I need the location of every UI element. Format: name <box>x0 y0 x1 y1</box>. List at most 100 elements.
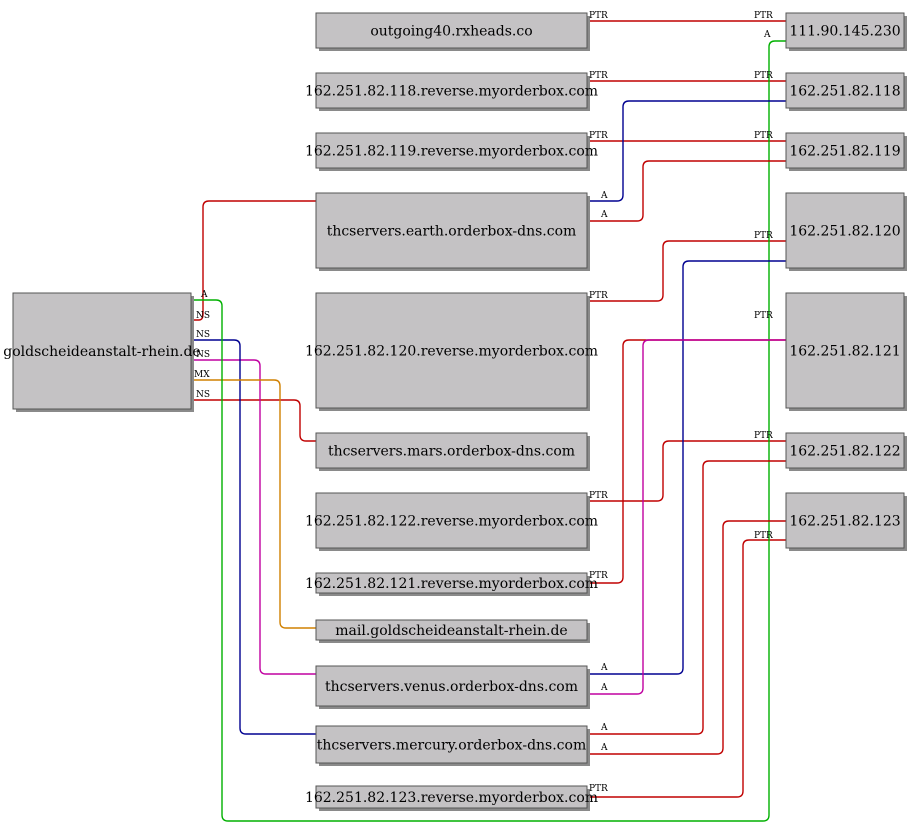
node-box <box>315 72 588 109</box>
edge-a-mercury-ip123 <box>587 520 786 755</box>
node-box <box>785 492 905 549</box>
node-box <box>785 192 905 269</box>
node-rev119: 162.251.82.119.reverse.myorderbox.com <box>305 132 598 171</box>
node-label: 162.251.82.122 <box>789 444 900 460</box>
edge-label-from: PTR <box>589 131 608 141</box>
edge-a-venus-ip120 <box>587 260 786 675</box>
node-rev122: 162.251.82.122.reverse.myorderbox.com <box>305 492 598 551</box>
node-mail: mail.goldscheideanstalt-rhein.de <box>315 619 590 643</box>
node-label: outgoing40.rxheads.co <box>370 24 532 40</box>
edge-label-to: PTR <box>754 311 773 321</box>
edge-label-from: PTR <box>589 571 608 581</box>
node-label: goldscheideanstalt-rhein.de <box>3 344 200 360</box>
node-label: 162.251.82.119.reverse.myorderbox.com <box>305 144 598 160</box>
edge-label-to: PTR <box>754 531 773 541</box>
edge-label-from: NS <box>196 311 210 321</box>
node-box <box>315 132 588 169</box>
node-ip122: 162.251.82.122 <box>785 432 907 471</box>
node-label: 162.251.82.118 <box>789 84 900 100</box>
edge-ns-domain-mercury <box>191 339 316 735</box>
edge-label-from: PTR <box>589 784 608 794</box>
edge-a-earth-ip119 <box>587 160 786 222</box>
node-box <box>315 619 588 641</box>
node-outgoing: outgoing40.rxheads.co <box>315 12 590 51</box>
edge-label-to: A <box>763 30 771 40</box>
node-mars: thcservers.mars.orderbox-dns.com <box>315 432 590 471</box>
node-label: 111.90.145.230 <box>789 24 900 40</box>
node-label: thcservers.mercury.orderbox-dns.com <box>317 738 586 754</box>
node-label: thcservers.earth.orderbox-dns.com <box>327 224 577 240</box>
node-ip230: 111.90.145.230 <box>785 12 907 51</box>
node-ip123: 162.251.82.123 <box>785 492 907 551</box>
edge-ptr-rev120-ip120 <box>587 240 786 302</box>
node-label: 162.251.82.118.reverse.myorderbox.com <box>305 84 598 100</box>
edge-label-from: A <box>600 191 608 201</box>
edge-label-from: PTR <box>589 11 608 21</box>
edge-label-from: PTR <box>589 491 608 501</box>
node-box <box>315 12 588 49</box>
edges-layer <box>191 20 786 822</box>
node-mercury: thcservers.mercury.orderbox-dns.com <box>315 725 590 766</box>
node-label: 162.251.82.121.reverse.myorderbox.com <box>305 576 598 592</box>
edge-ns-domain-venus <box>191 359 316 675</box>
node-box <box>315 432 588 469</box>
node-label: thcservers.venus.orderbox-dns.com <box>325 679 578 695</box>
node-rev118: 162.251.82.118.reverse.myorderbox.com <box>305 72 598 111</box>
node-box <box>315 492 588 549</box>
edge-label-to: PTR <box>754 431 773 441</box>
node-box <box>785 292 905 409</box>
edge-label-from: NS <box>196 350 210 360</box>
node-ip120: 162.251.82.120 <box>785 192 907 271</box>
edge-ns-domain-earth <box>191 200 316 321</box>
node-label: 162.251.82.123 <box>789 514 900 530</box>
edge-label-from: A <box>600 210 608 220</box>
node-earth: thcservers.earth.orderbox-dns.com <box>315 192 590 271</box>
node-label: 162.251.82.123.reverse.myorderbox.com <box>305 790 598 806</box>
node-label: 162.251.82.120 <box>789 224 900 240</box>
node-box <box>785 132 905 169</box>
edge-label-from: A <box>600 743 608 753</box>
node-box <box>785 432 905 469</box>
node-box <box>785 72 905 109</box>
edge-label-to: PTR <box>754 131 773 141</box>
edge-a-earth-ip118 <box>587 100 786 202</box>
node-rev120: 162.251.82.120.reverse.myorderbox.com <box>305 292 598 411</box>
node-ip119: 162.251.82.119 <box>785 132 907 171</box>
edge-label-from: A <box>600 663 608 673</box>
node-ip118: 162.251.82.118 <box>785 72 907 111</box>
edge-ptr-rev121-ip121 <box>587 339 786 584</box>
node-box <box>315 572 588 594</box>
node-box <box>315 725 588 764</box>
node-box <box>315 292 588 409</box>
node-venus: thcservers.venus.orderbox-dns.com <box>315 665 590 709</box>
edge-label-from: PTR <box>589 291 608 301</box>
edge-label-from: NS <box>196 330 210 340</box>
edge-label-from: NS <box>196 390 210 400</box>
edge-label-to: PTR <box>754 11 773 21</box>
node-label: 162.251.82.122.reverse.myorderbox.com <box>305 514 598 530</box>
edge-a-domain-ip230 <box>191 40 786 822</box>
edge-label-to: PTR <box>754 71 773 81</box>
node-box <box>785 12 905 49</box>
node-ip121: 162.251.82.121 <box>785 292 907 411</box>
edge-ptr-rev122-ip122 <box>587 440 786 502</box>
node-label: mail.goldscheideanstalt-rhein.de <box>335 623 567 639</box>
edge-label-from: A <box>600 723 608 733</box>
node-domain: goldscheideanstalt-rhein.de <box>3 292 201 412</box>
node-rev121: 162.251.82.121.reverse.myorderbox.com <box>305 572 598 596</box>
edge-a-mercury-ip122 <box>587 460 786 735</box>
node-box <box>12 292 192 410</box>
edge-label-from: PTR <box>589 71 608 81</box>
edge-ptr-rev123-ip123 <box>587 539 786 798</box>
edge-ns-domain-mars <box>191 399 316 442</box>
node-box <box>315 785 588 809</box>
node-label: 162.251.82.119 <box>789 144 900 160</box>
edge-label-from: A <box>600 683 608 693</box>
edge-label-from: MX <box>194 370 210 380</box>
node-rev123: 162.251.82.123.reverse.myorderbox.com <box>305 785 598 811</box>
node-label: thcservers.mars.orderbox-dns.com <box>328 444 575 460</box>
node-label: 162.251.82.121 <box>789 344 900 360</box>
edge-a-venus-ip121 <box>587 339 786 695</box>
edge-mx-domain-mail <box>191 379 316 629</box>
